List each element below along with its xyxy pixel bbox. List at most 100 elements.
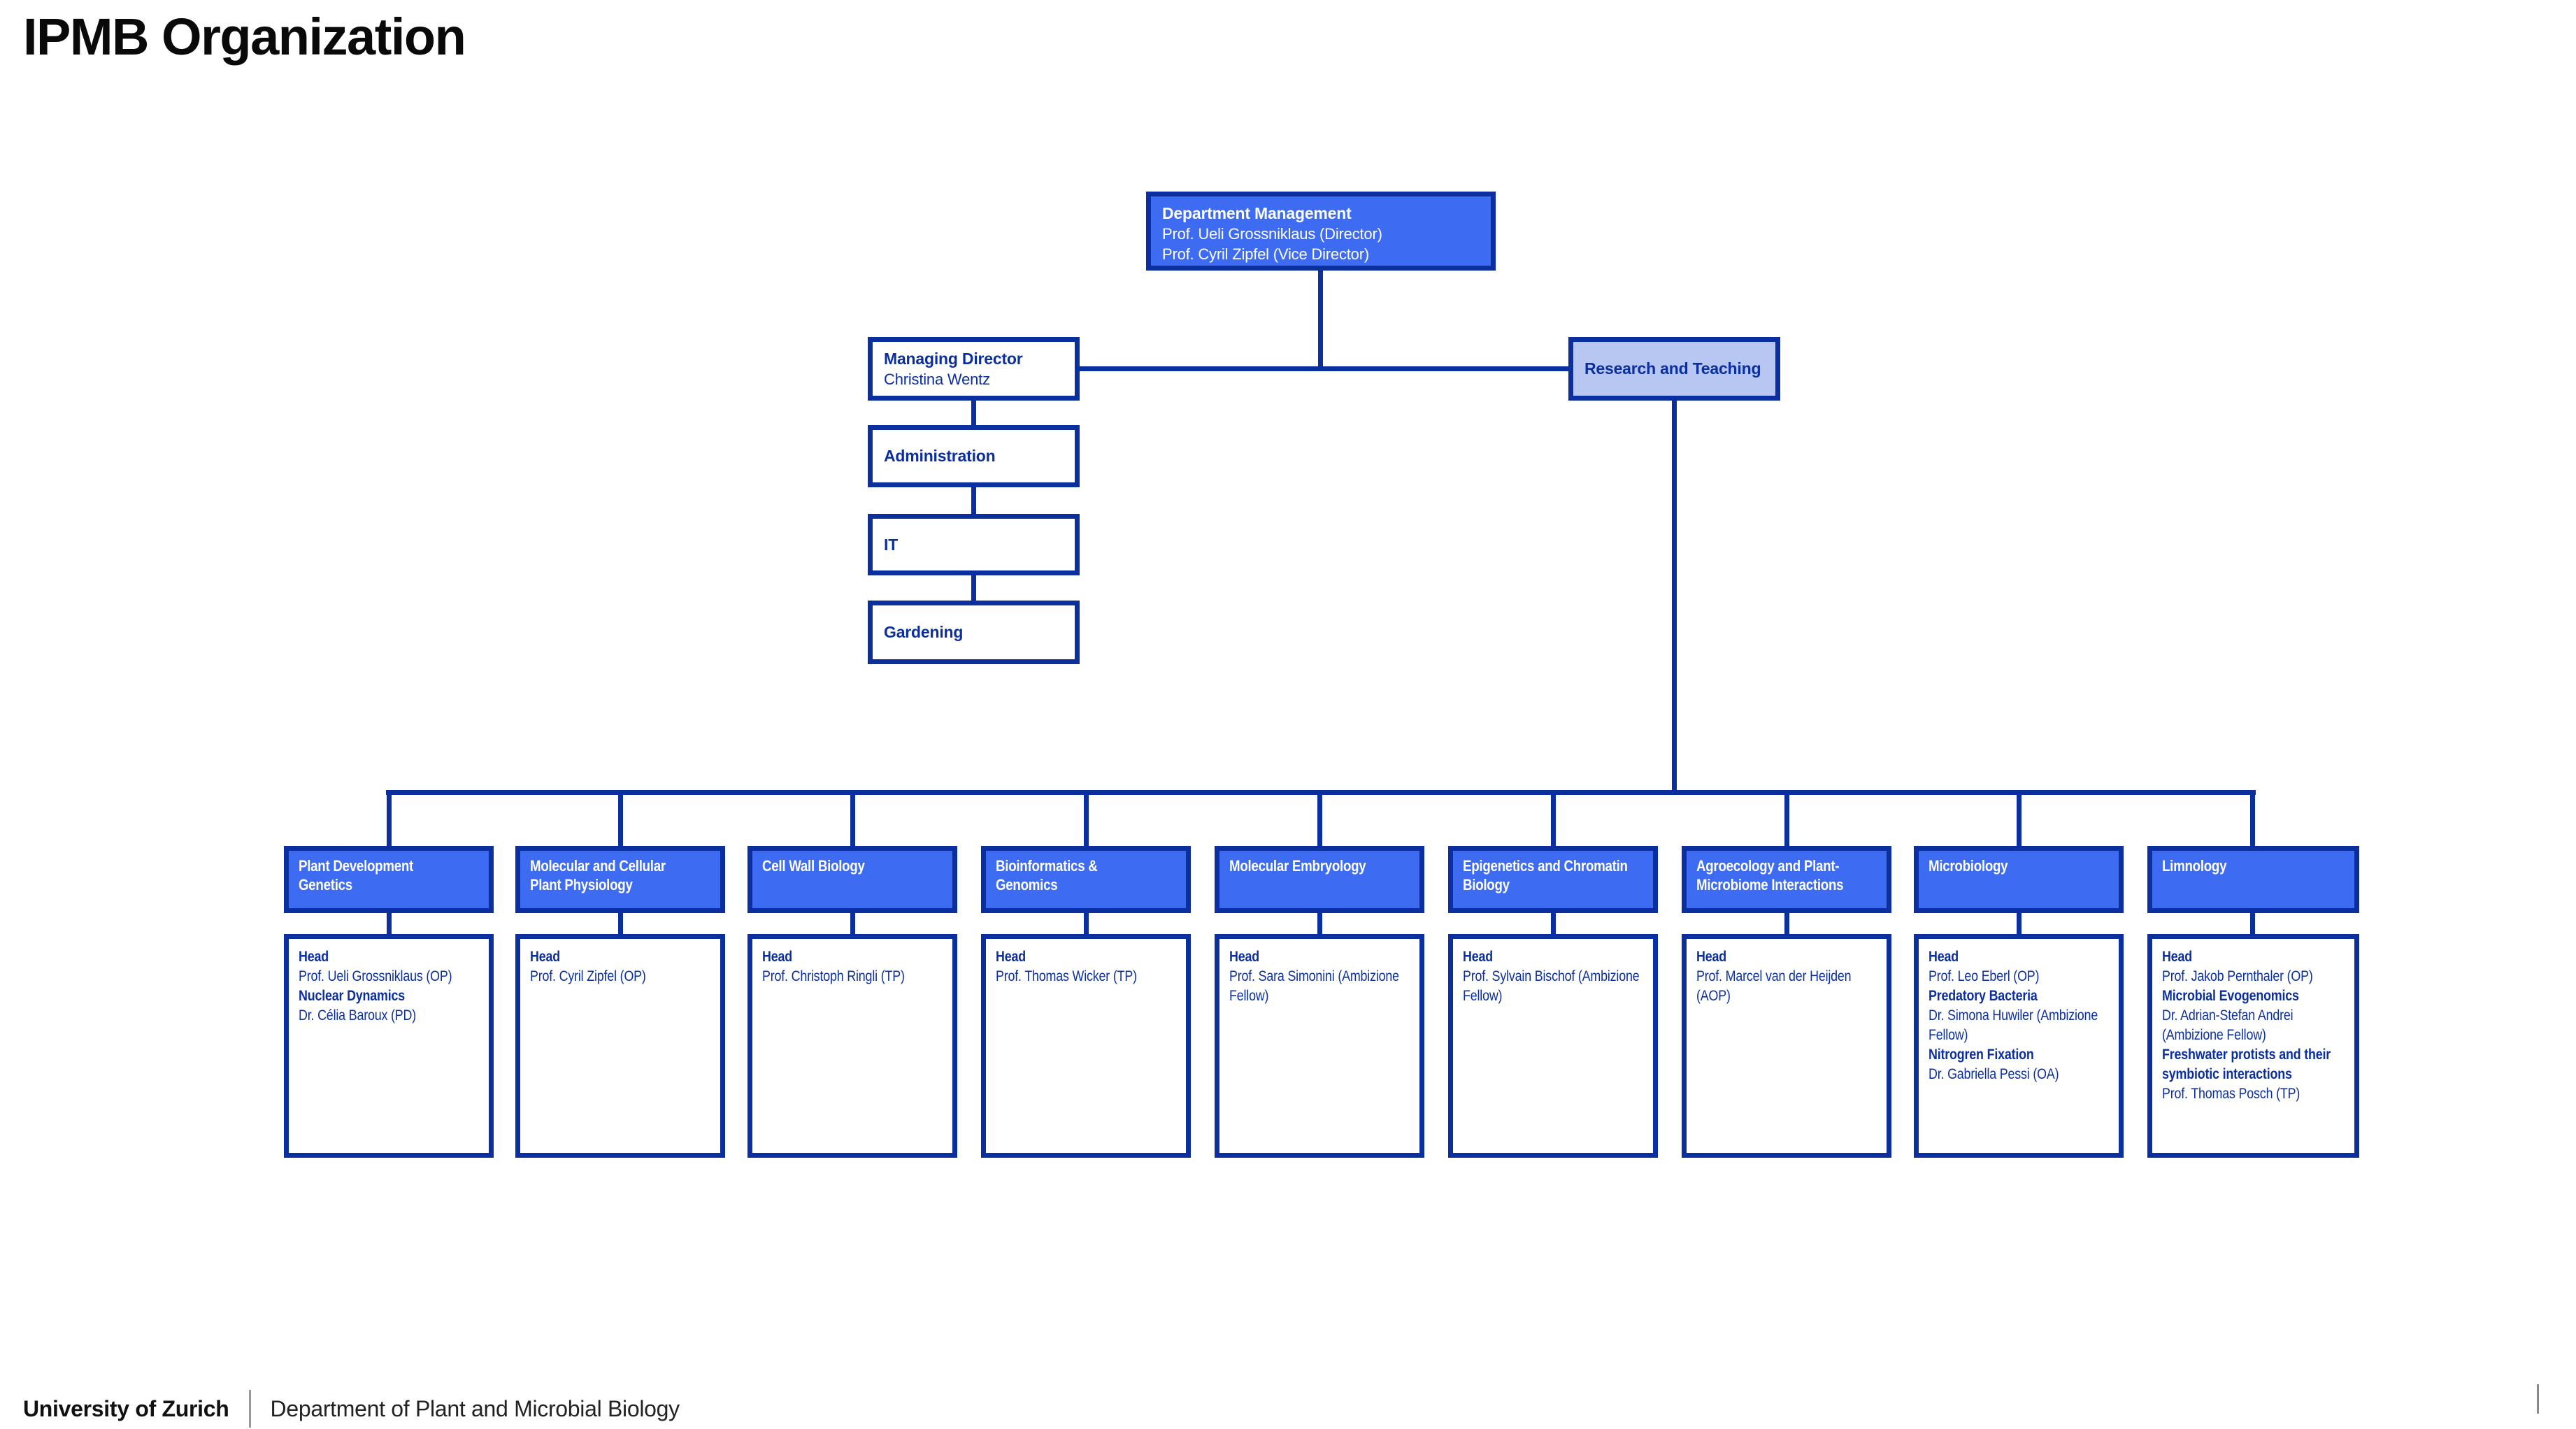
connector-group-stub	[2017, 790, 2022, 851]
group-member-line: Dr. Célia Baroux (PD)	[299, 1007, 417, 1024]
group-member-line: Dr. Simona Huwiler (Ambizione Fellow)	[1929, 1007, 2098, 1043]
managing-director-title: Managing Director	[884, 349, 1023, 368]
connector-group-stub	[1551, 790, 1556, 851]
group-member-line: Prof. Sara Simonini (Ambizione Fellow)	[1229, 968, 1399, 1004]
connector-group-stub	[387, 790, 392, 851]
dept-management-box: Department Management Prof. Ueli Grossni…	[1146, 192, 1496, 271]
connector-group-stub	[1784, 790, 1789, 851]
footer-organization: University of Zurich	[23, 1395, 229, 1421]
group-member-line: Nitrogren Fixation	[1929, 1047, 2034, 1063]
group-member-line: Prof. Thomas Posch (TP)	[2162, 1086, 2300, 1102]
group-member-line: Freshwater protists and their symbiotic …	[2162, 1047, 2331, 1082]
group-member-line: Predatory Bacteria	[1929, 988, 2038, 1004]
dept-management-title: Department Management	[1162, 204, 1352, 222]
group-header: Epigenetics and Chromatin Biology	[1448, 846, 1658, 913]
connector-group-stub	[1084, 790, 1089, 851]
group-member-line: Head	[996, 949, 1026, 965]
group-title: Microbiology	[1929, 857, 2008, 875]
group-header: Plant Development Genetics	[284, 846, 494, 913]
group-title: Molecular Embryology	[1229, 857, 1366, 875]
connector-md-rt-horizontal	[1080, 366, 1568, 371]
connector-group-stub	[2017, 913, 2022, 939]
footer-separator	[248, 1390, 251, 1428]
connector-dept-vertical	[1318, 271, 1323, 368]
group-member-line: Prof. Leo Eberl (OP)	[1929, 968, 2040, 984]
group-member-line: Head	[1696, 949, 1726, 965]
group-member-line: Prof. Sylvain Bischof (Ambizione Fellow)	[1463, 968, 1640, 1004]
group-member-line: Head	[1929, 949, 1959, 965]
footer: University of Zurich Department of Plant…	[23, 1390, 680, 1428]
group-header: Bioinformatics & Genomics	[981, 846, 1191, 913]
group-member-line: Nuclear Dynamics	[299, 988, 406, 1004]
group-member-line: Prof. Jakob Pernthaler (OP)	[2162, 968, 2313, 984]
research-and-teaching-box: Research and Teaching	[1568, 337, 1780, 401]
connector-group-stub	[387, 913, 392, 939]
connector-group-stub	[618, 790, 623, 851]
connector-group-stub	[850, 913, 855, 939]
group-member-line: Prof. Thomas Wicker (TP)	[996, 968, 1137, 984]
connector-group-stub	[850, 790, 855, 851]
support-unit-gardening-title: Gardening	[884, 623, 964, 641]
footer-right-separator	[2537, 1384, 2539, 1414]
footer-department: Department of Plant and Microbial Biolog…	[270, 1395, 680, 1421]
connector-admin-it	[971, 487, 976, 516]
group-title: Cell Wall Biology	[762, 857, 865, 875]
group-member-line: Prof. Cyril Zipfel (OP)	[530, 968, 646, 984]
group-member-line: Dr. Gabriella Pessi (OA)	[1929, 1066, 2059, 1082]
group-title: Epigenetics and Chromatin Biology	[1463, 857, 1628, 893]
group-member-line: Head	[530, 949, 560, 965]
connector-it-gardening	[971, 575, 976, 603]
group-member-line: Head	[299, 949, 329, 965]
group-member-line: Microbial Evogenomics	[2162, 988, 2299, 1004]
group-header: Molecular and Cellular Plant Physiology	[515, 846, 725, 913]
group-member-line: Prof. Christoph Ringli (TP)	[762, 968, 905, 984]
group-member-line: Head	[1463, 949, 1493, 965]
connector-group-stub	[618, 913, 623, 939]
connector-group-stub	[1317, 913, 1322, 939]
connector-group-stub	[1317, 790, 1322, 851]
group-title: Agroecology and Plant- Microbiome Intera…	[1696, 857, 1844, 893]
group-header: Cell Wall Biology	[747, 846, 957, 913]
dept-management-vice-director: Prof. Cyril Zipfel (Vice Director)	[1162, 245, 1369, 263]
dept-management-director: Prof. Ueli Grossniklaus (Director)	[1162, 225, 1382, 243]
support-unit-gardening-box: Gardening	[868, 601, 1080, 664]
support-unit-it-box: IT	[868, 514, 1080, 575]
group-header: Molecular Embryology	[1215, 846, 1424, 913]
group-title: Bioinformatics & Genomics	[996, 857, 1098, 893]
group-member-line: Head	[2162, 949, 2192, 965]
support-unit-administration-box: Administration	[868, 425, 1080, 487]
group-title: Limnology	[2162, 857, 2227, 875]
group-title: Molecular and Cellular Plant Physiology	[530, 857, 666, 893]
group-member-line: Dr. Adrian-Stefan Andrei (Ambizione Fell…	[2162, 1007, 2294, 1043]
connector-group-stub	[2250, 790, 2255, 851]
group-member-line: Prof. Ueli Grossniklaus (OP)	[299, 968, 452, 984]
connector-group-stub	[2250, 913, 2255, 939]
group-header: Limnology	[2147, 846, 2359, 913]
group-header: Agroecology and Plant- Microbiome Intera…	[1682, 846, 1891, 913]
support-unit-administration-title: Administration	[884, 447, 996, 465]
group-member-line: Prof. Marcel van der Heijden (AOP)	[1696, 968, 1852, 1004]
group-member-line: Head	[762, 949, 792, 965]
managing-director-name: Christina Wentz	[884, 370, 990, 388]
managing-director-box: Managing Director Christina Wentz	[868, 337, 1080, 401]
connector-group-stub	[1084, 913, 1089, 939]
